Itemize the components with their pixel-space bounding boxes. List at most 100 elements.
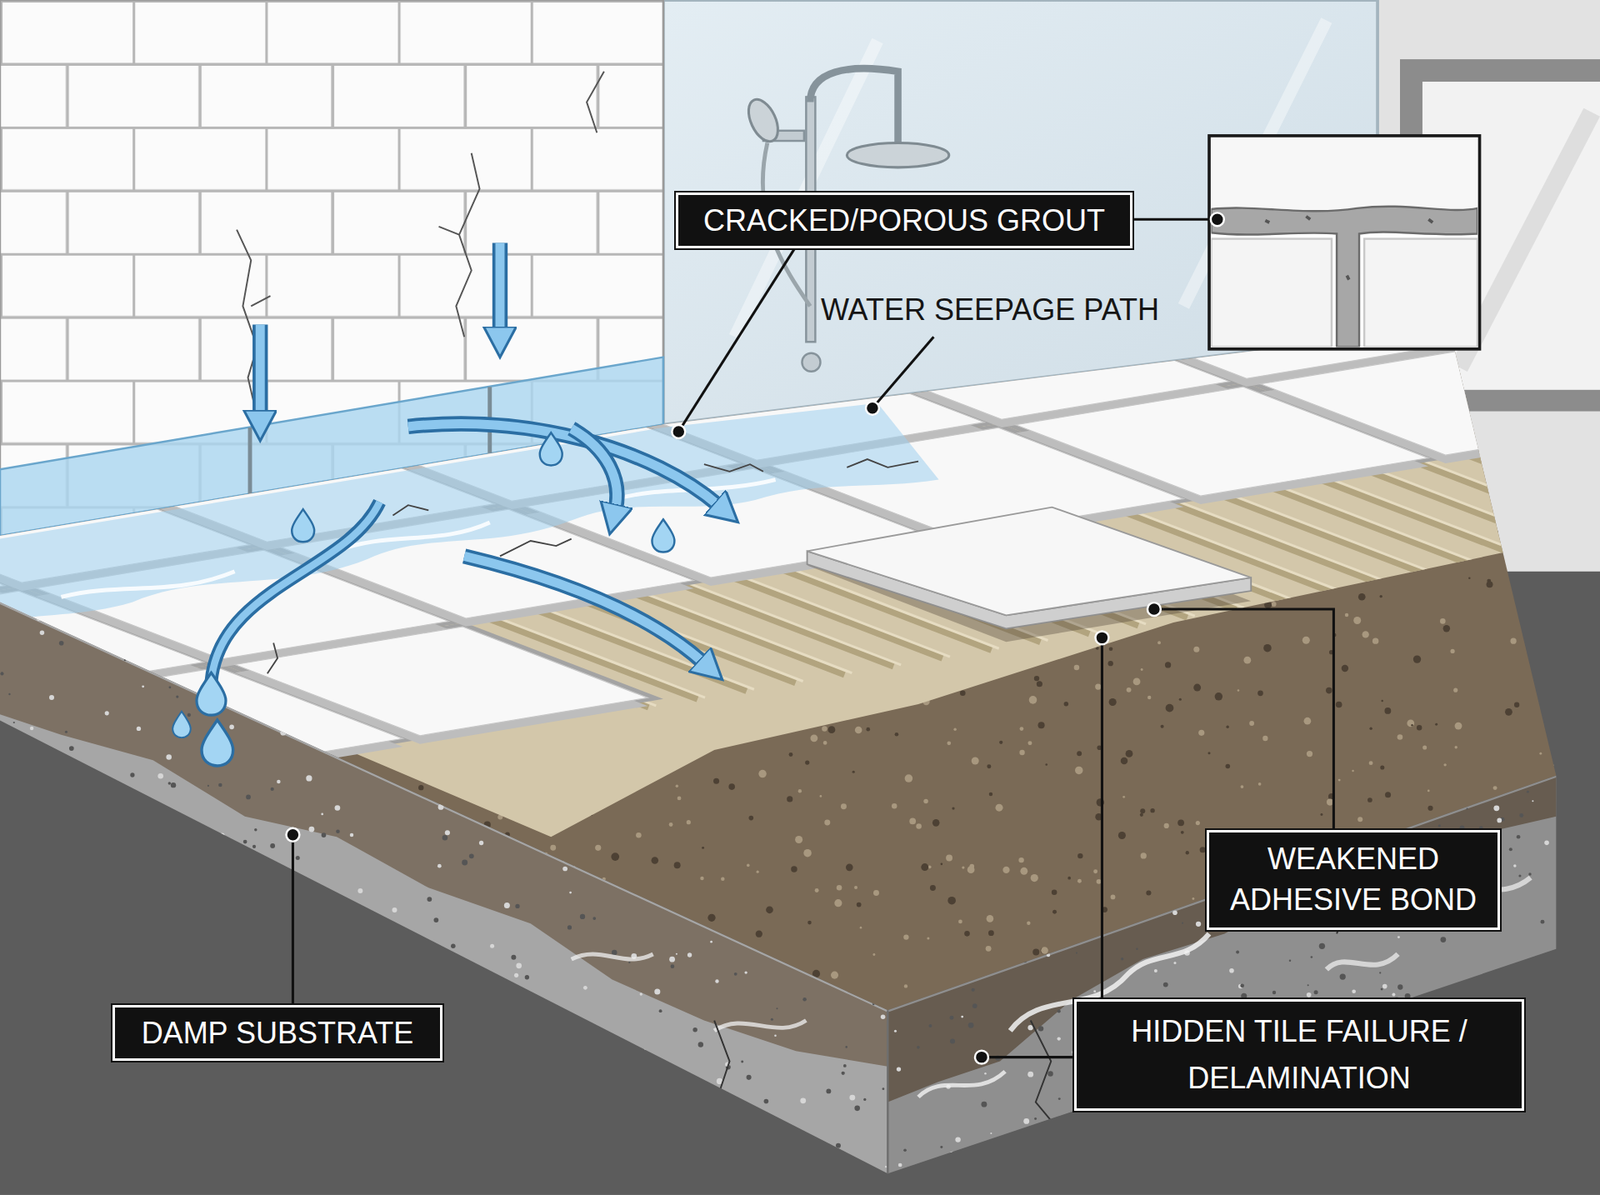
concrete-texture: [437, 864, 442, 869]
concrete-texture: [1427, 805, 1433, 811]
concrete-texture: [896, 1066, 901, 1071]
concrete-texture: [1073, 760, 1079, 766]
concrete-texture: [628, 961, 630, 964]
concrete-texture: [749, 625, 752, 628]
water-arrows: [492, 242, 508, 333]
concrete-texture: [1410, 1142, 1414, 1146]
concrete-texture: [1434, 1141, 1438, 1145]
concrete-texture: [492, 765, 495, 767]
concrete-texture: [1485, 629, 1487, 631]
concrete-texture: [175, 953, 181, 959]
concrete-texture: [69, 952, 72, 955]
concrete-texture: [1173, 961, 1176, 965]
concrete-texture: [418, 1144, 425, 1150]
concrete-texture: [1427, 790, 1430, 793]
concrete-texture: [1094, 790, 1100, 797]
concrete-texture: [996, 757, 1003, 764]
concrete-texture: [952, 915, 959, 921]
concrete-texture: [1457, 790, 1460, 792]
concrete-texture: [818, 914, 822, 918]
concrete-texture: [1108, 660, 1114, 666]
concrete-texture: [555, 641, 559, 645]
concrete-texture: [569, 891, 572, 895]
concrete-texture: [659, 1009, 663, 1013]
water-arrows: [210, 502, 380, 683]
concrete-texture: [795, 835, 803, 844]
concrete-texture: [33, 1050, 39, 1056]
concrete-texture: [1409, 813, 1413, 817]
concrete-texture: [693, 755, 696, 759]
concrete-texture: [315, 703, 318, 705]
concrete-texture: [834, 899, 842, 907]
concrete-texture: [968, 1022, 975, 1029]
concrete-texture: [768, 666, 770, 669]
concrete-texture: [295, 855, 300, 860]
concrete-texture: [711, 598, 718, 605]
concrete-texture: [442, 835, 449, 841]
concrete-texture: [0, 594, 1553, 1178]
concrete-texture: [1170, 657, 1175, 661]
slab-top: [0, 326, 1556, 1010]
concrete-texture: [1155, 1140, 1160, 1145]
concrete-texture: [815, 888, 820, 893]
concrete-texture: [1084, 625, 1090, 631]
concrete-texture: [102, 868, 109, 875]
concrete-texture: [1363, 625, 1366, 628]
concrete-texture: [911, 799, 915, 803]
shower-fixture: [810, 68, 898, 143]
concrete-texture: [1397, 734, 1404, 740]
concrete-texture: [1542, 596, 1548, 602]
concrete-texture: [446, 1140, 450, 1144]
concrete-texture: [734, 972, 738, 976]
concrete-texture: [73, 1057, 78, 1062]
concrete-texture: [146, 597, 150, 600]
leader-dots: [975, 1050, 989, 1065]
concrete-texture: [610, 852, 620, 861]
leader-lines: [678, 245, 797, 432]
concrete-texture: [369, 1135, 375, 1142]
concrete-texture: [1034, 1117, 1037, 1120]
concrete-texture: [823, 740, 828, 745]
concrete-texture: [1370, 732, 1375, 736]
concrete-texture: [1198, 1145, 1203, 1150]
concrete-texture: [1345, 677, 1351, 683]
concrete-texture: [888, 798, 894, 804]
concrete-texture: [748, 776, 754, 782]
concrete-texture: [650, 1153, 656, 1160]
concrete-texture: [189, 648, 191, 650]
concrete-texture: [1513, 583, 1520, 590]
concrete-texture: [1234, 707, 1239, 712]
concrete-texture: [1450, 649, 1455, 654]
concrete-texture: [1384, 707, 1391, 715]
concrete-texture: [95, 947, 97, 950]
concrete-texture: [8, 1126, 11, 1130]
concrete-texture: [783, 700, 787, 705]
concrete-texture: [1126, 687, 1132, 693]
concrete-texture: [391, 907, 397, 913]
grout-detail-inset: [1210, 239, 1331, 348]
concrete-texture: [852, 770, 855, 774]
concrete-texture: [60, 982, 66, 989]
concrete-texture: [1501, 641, 1507, 647]
concrete-texture: [1200, 846, 1206, 853]
concrete-texture: [528, 715, 533, 720]
concrete-texture: [313, 660, 320, 667]
concrete-texture: [218, 1175, 222, 1179]
concrete-texture: [0, 900, 1, 902]
concrete-texture: [950, 1039, 955, 1045]
concrete-texture: [1094, 800, 1096, 803]
concrete-texture: [1369, 760, 1374, 765]
concrete-texture: [650, 603, 654, 607]
concrete-texture: [317, 1157, 322, 1162]
concrete-texture: [1464, 1115, 1470, 1121]
concrete-texture: [1294, 808, 1296, 810]
concrete-texture: [710, 615, 715, 620]
concrete-texture: [1412, 627, 1416, 631]
concrete-texture: [798, 789, 802, 793]
concrete-texture: [1508, 684, 1513, 689]
concrete-texture: [623, 1116, 628, 1121]
concrete-texture: [1000, 737, 1005, 743]
concrete-texture: [643, 1049, 646, 1052]
concrete-texture: [985, 948, 988, 950]
concrete-texture: [207, 785, 210, 787]
